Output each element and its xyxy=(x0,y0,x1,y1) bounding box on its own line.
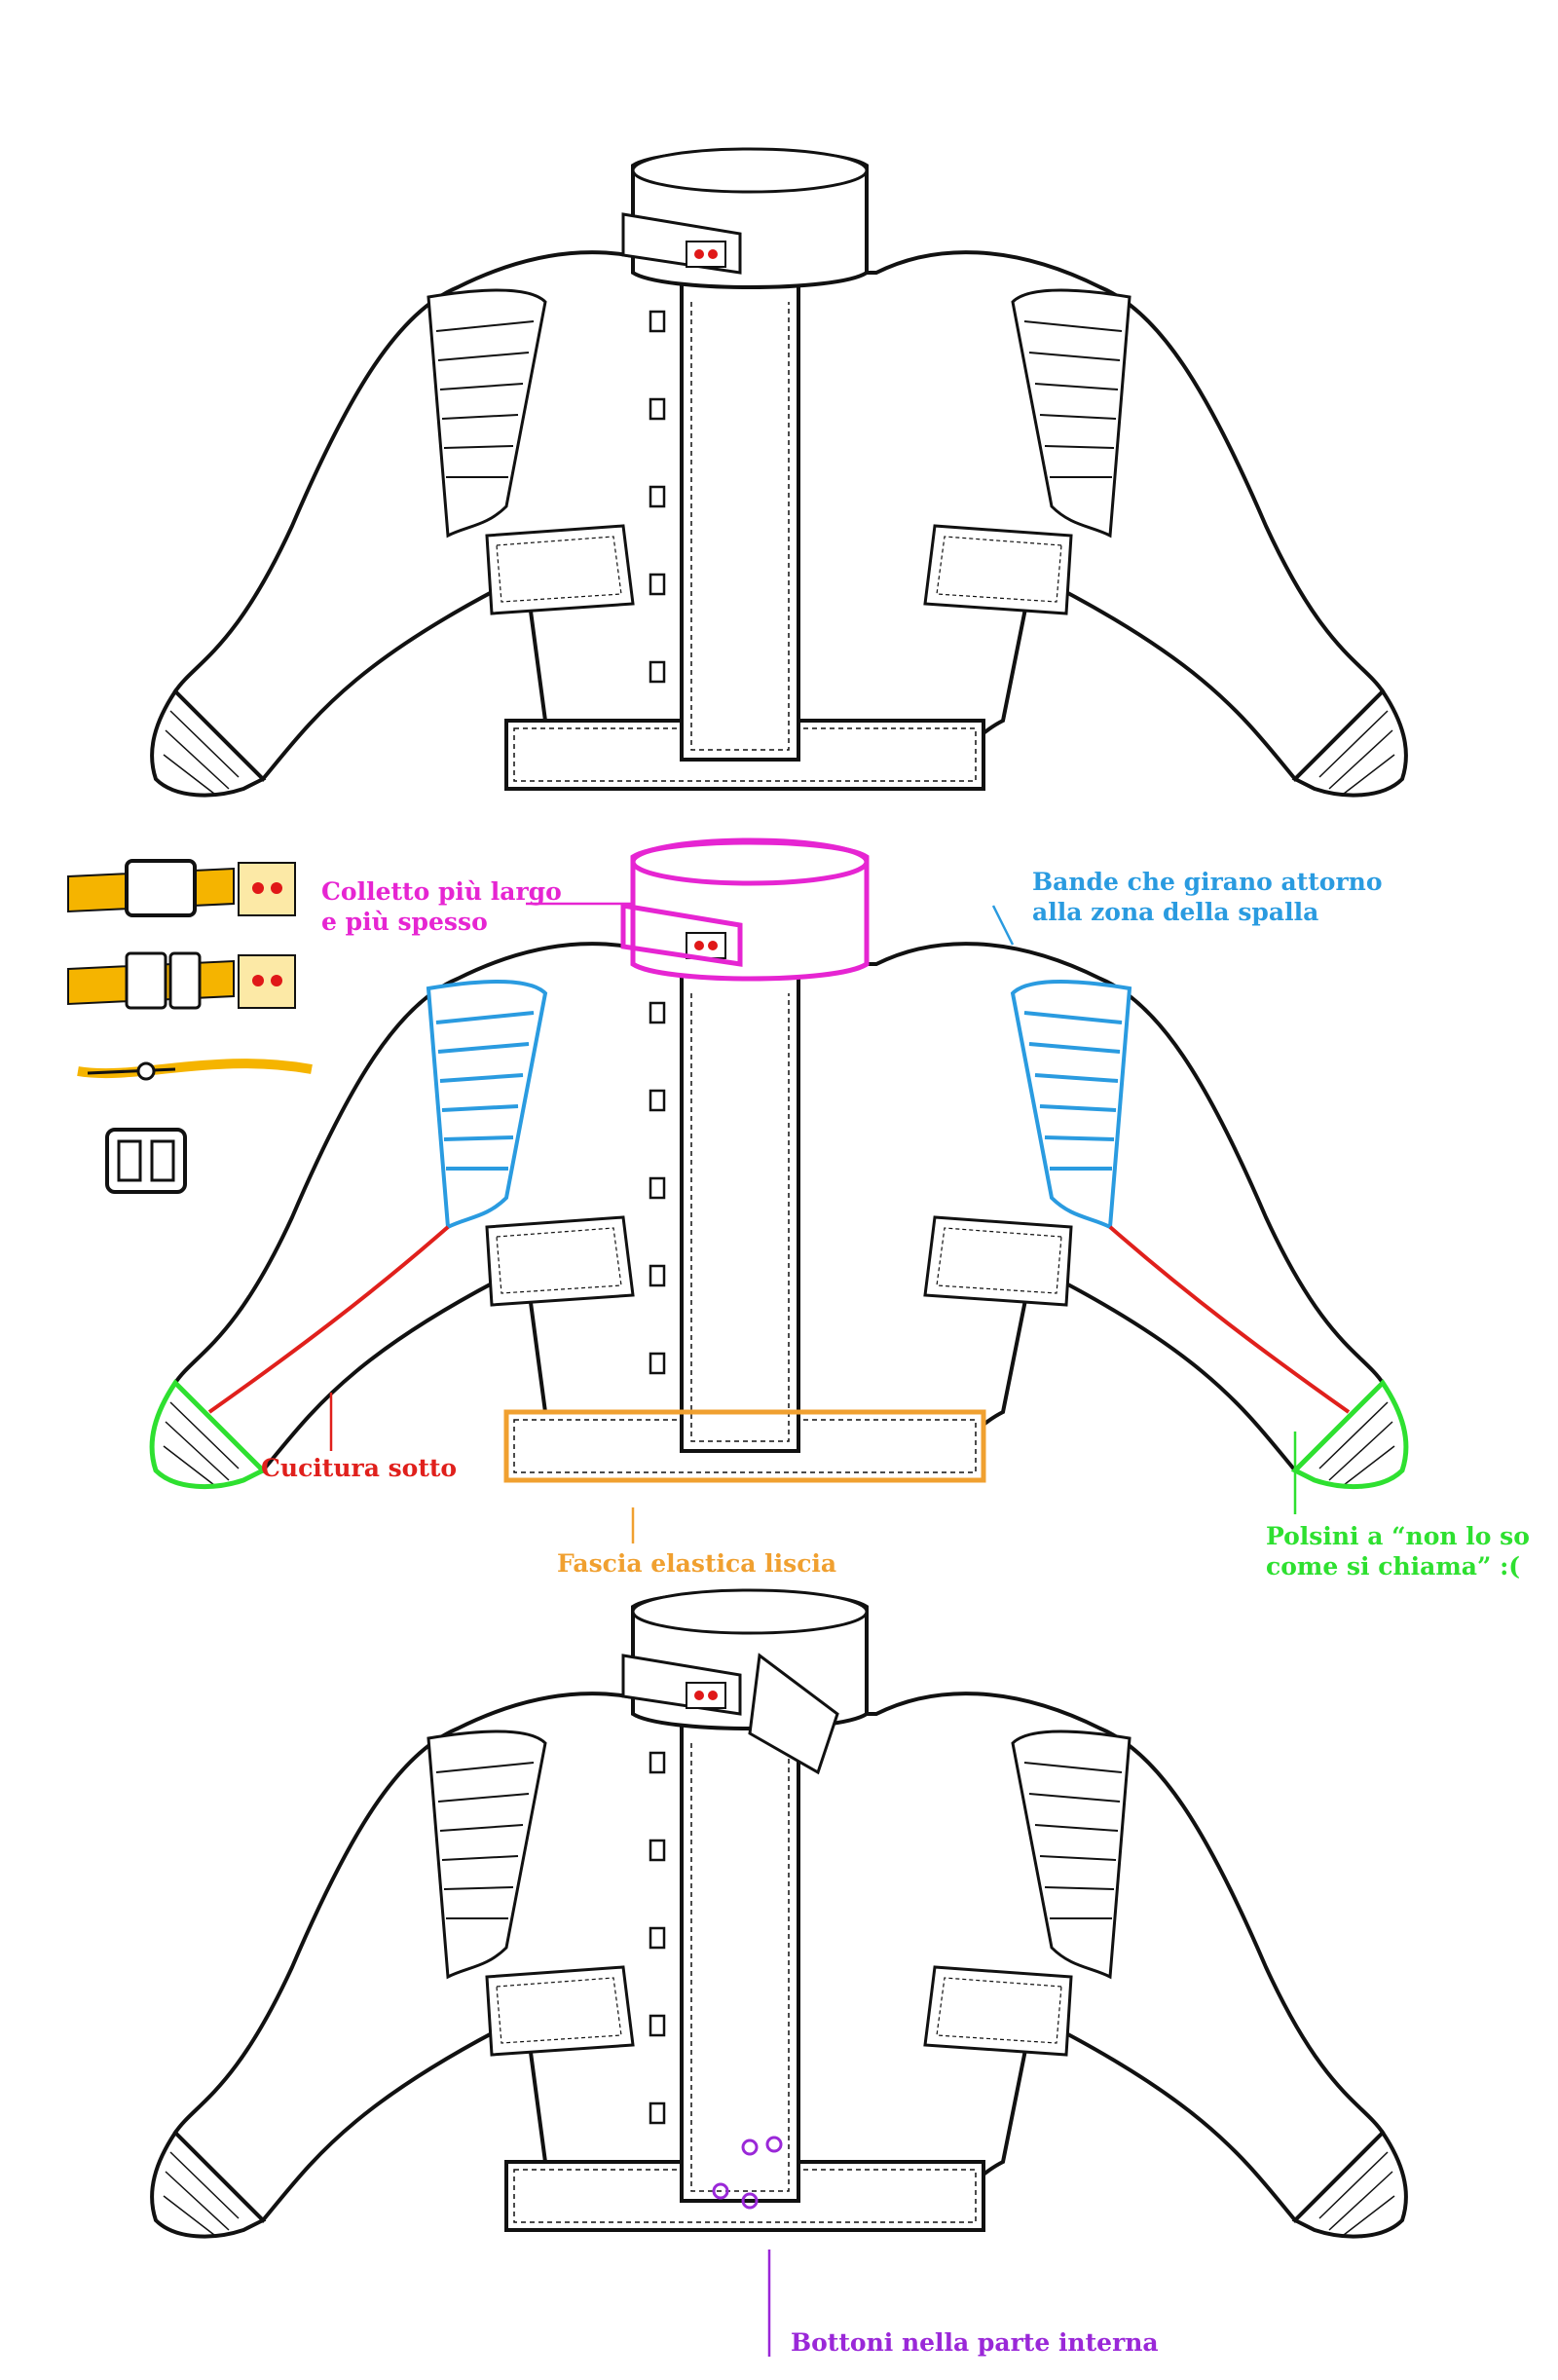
cuff-annotation-line2: come si chiama” :( xyxy=(1266,1552,1521,1580)
cuff-highlight xyxy=(149,1379,1409,1490)
buckle-closed-icon xyxy=(67,859,296,917)
shoulder-leader xyxy=(991,905,1015,946)
elastic-annotation-line1: Fascia elastica liscia xyxy=(557,1549,837,1578)
elastic-annotation: Fascia elastica liscia xyxy=(557,1548,836,1579)
inner-buttons xyxy=(712,2136,783,2210)
seam-annotation-line1: Cucitura sotto xyxy=(261,1454,458,1482)
buttons-annotation: Bottoni nella parte interna xyxy=(791,2327,1159,2358)
jacket-front-open-collar xyxy=(150,1588,1408,2239)
shoulder-highlight xyxy=(426,980,1132,1231)
collar-annotation-line2: e più spesso xyxy=(321,908,488,936)
shoulder-annotation-line2: alla zona della spalla xyxy=(1032,898,1319,926)
seam-highlight xyxy=(207,1225,1351,1414)
buckle-outline-icon xyxy=(105,1128,187,1194)
buttons-annotation-line1: Bottoni nella parte interna xyxy=(791,2328,1159,2357)
strap-side-icon xyxy=(77,1059,313,1081)
elastic-highlight xyxy=(503,1409,986,1483)
shoulder-annotation: Bande che girano attorno alla zona della… xyxy=(1032,867,1383,927)
cuff-annotation: Polsini a “non lo so come si chiama” :( xyxy=(1266,1521,1530,1581)
buckle-open-icon xyxy=(67,951,296,1010)
jacket-front-annotated xyxy=(149,837,1409,1490)
collar-annotation: Colletto più largo e più spesso xyxy=(321,876,562,937)
collar-highlight xyxy=(620,837,870,982)
shoulder-annotation-line1: Bande che girano attorno xyxy=(1032,868,1383,896)
seam-annotation: Cucitura sotto xyxy=(261,1453,457,1483)
collar-annotation-line1: Colletto più largo xyxy=(321,877,562,906)
cuff-annotation-line1: Polsini a “non lo so xyxy=(1266,1522,1530,1550)
jacket-front-closed xyxy=(150,147,1408,798)
